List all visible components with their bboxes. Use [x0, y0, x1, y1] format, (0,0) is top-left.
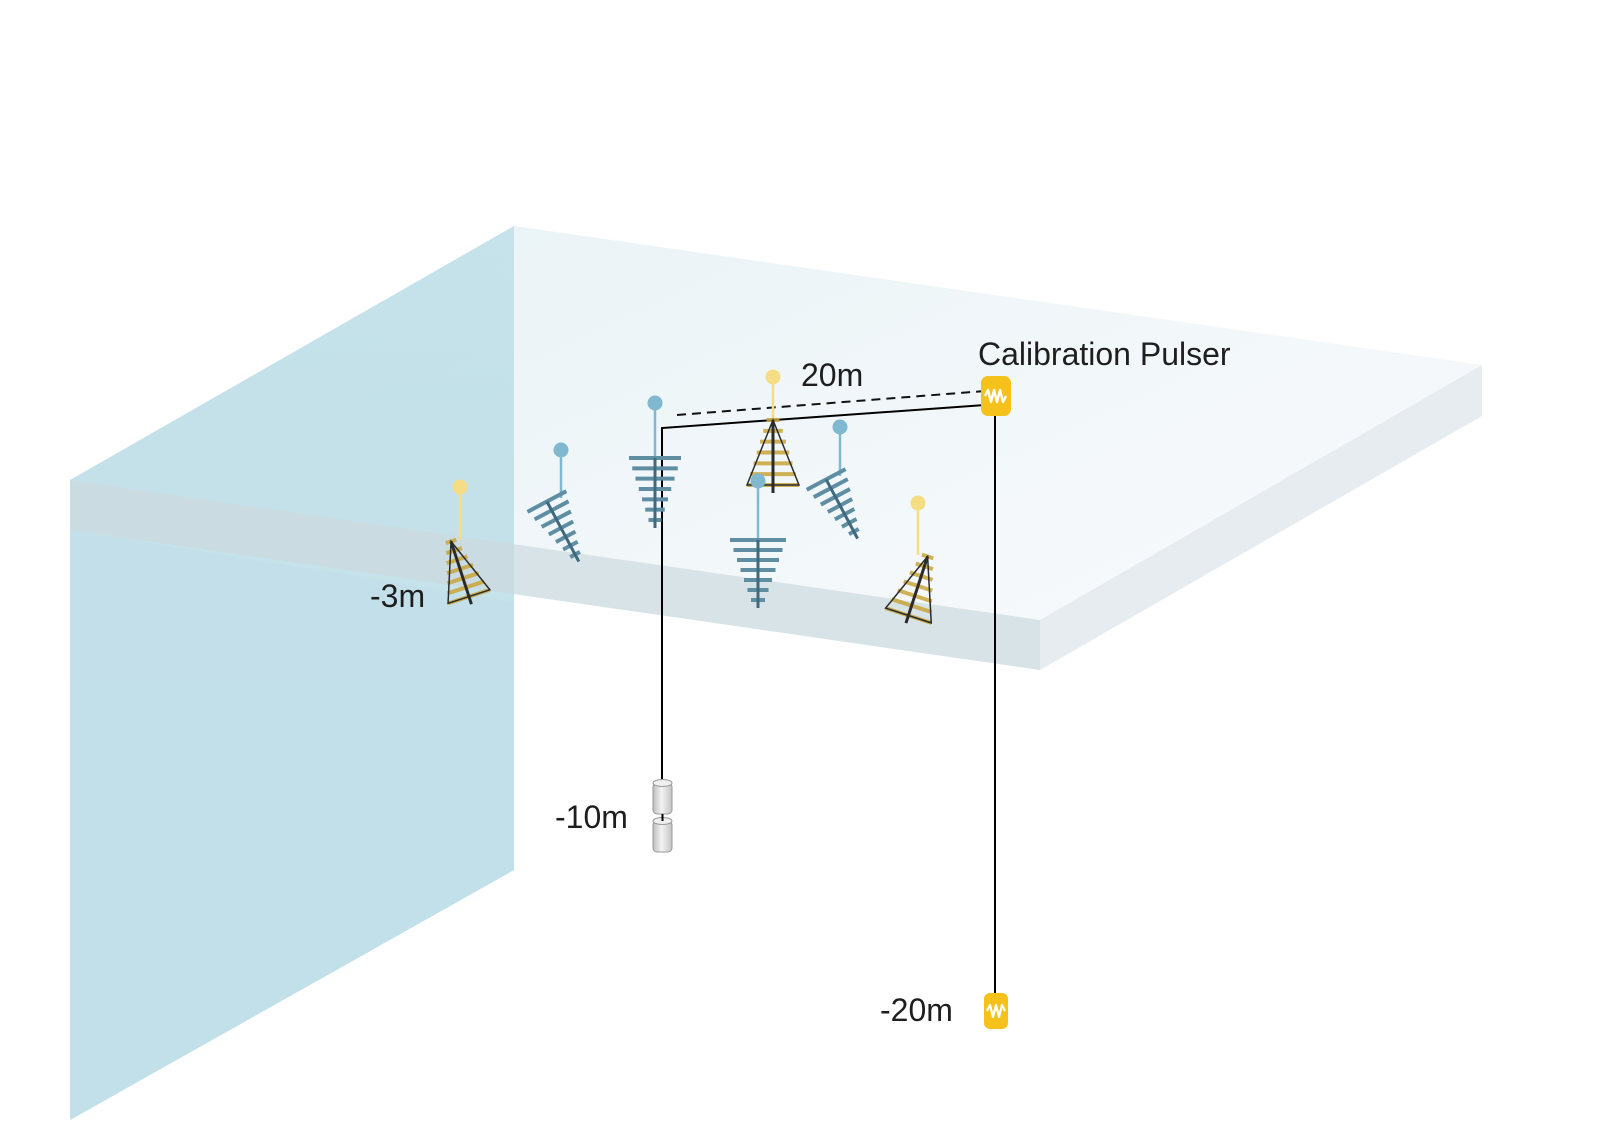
log-periodic-antenna-icon [629, 395, 681, 528]
calibration-pulser-icon [981, 376, 1011, 416]
log-periodic-antenna-icon [526, 442, 581, 563]
ice-wall-below-slab [70, 530, 514, 1120]
cables [661, 404, 996, 995]
cable-string-a [661, 404, 986, 783]
log-periodic-antenna-icon [884, 495, 934, 625]
log-periodic-antenna-icon [805, 419, 860, 540]
log-periodic-antenna-icon [445, 479, 492, 606]
depth-label-deep: -20m [880, 992, 953, 1028]
depth-label-mid: -10m [555, 799, 628, 835]
ice-block [70, 226, 1482, 1120]
cylinder-weight-icon [652, 779, 673, 853]
distance-dashed-line [676, 390, 986, 416]
ice-slab-front-edge [70, 480, 1040, 670]
antennas [445, 369, 934, 625]
ice-slab-side-edge [1040, 365, 1482, 670]
calibration-pulser-label: Calibration Pulser [978, 336, 1231, 372]
depth-label-shallow: -3m [370, 578, 426, 614]
log-periodic-antenna-icon [730, 473, 786, 608]
calibration-pulser-icon [984, 993, 1008, 1029]
distance-label: 20m [801, 357, 864, 393]
